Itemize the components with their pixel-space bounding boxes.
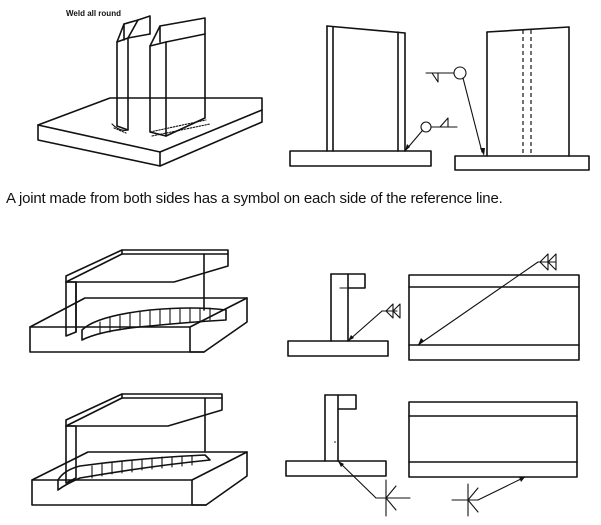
arrow-line-5 [337,460,377,499]
arrow-line-4 [417,261,539,346]
tee-joint-isometric-2 [31,393,248,506]
tee-side-view-1 [408,253,580,361]
weld-all-round-label: Weld all round [66,9,121,18]
column-elevation-right [425,26,590,171]
caption-text: A joint made from both sides has a symbo… [6,190,503,207]
column-elevation-left [289,25,458,167]
weld-bead-front [149,119,207,133]
arrow-line-2 [462,77,483,153]
tee-joint-isometric-1 [29,249,248,353]
tee-elevation-1 [287,273,401,357]
tee-elevation-2 [285,394,411,517]
weld-bead-2 [57,454,211,491]
fillet-weld-triangle-2 [431,72,439,83]
weld-bead-back [111,123,129,131]
arrow-line-6 [477,476,526,501]
weld-bead-1 [81,307,227,341]
weld-all-round-circle-2 [453,66,467,80]
fillet-weld-triangle-1 [439,117,449,128]
weld-all-round-circle-1 [420,121,432,133]
arrow-line-3 [347,310,383,342]
column-base-plate-isometric [37,15,263,167]
tee-side-view-2 [408,401,578,517]
